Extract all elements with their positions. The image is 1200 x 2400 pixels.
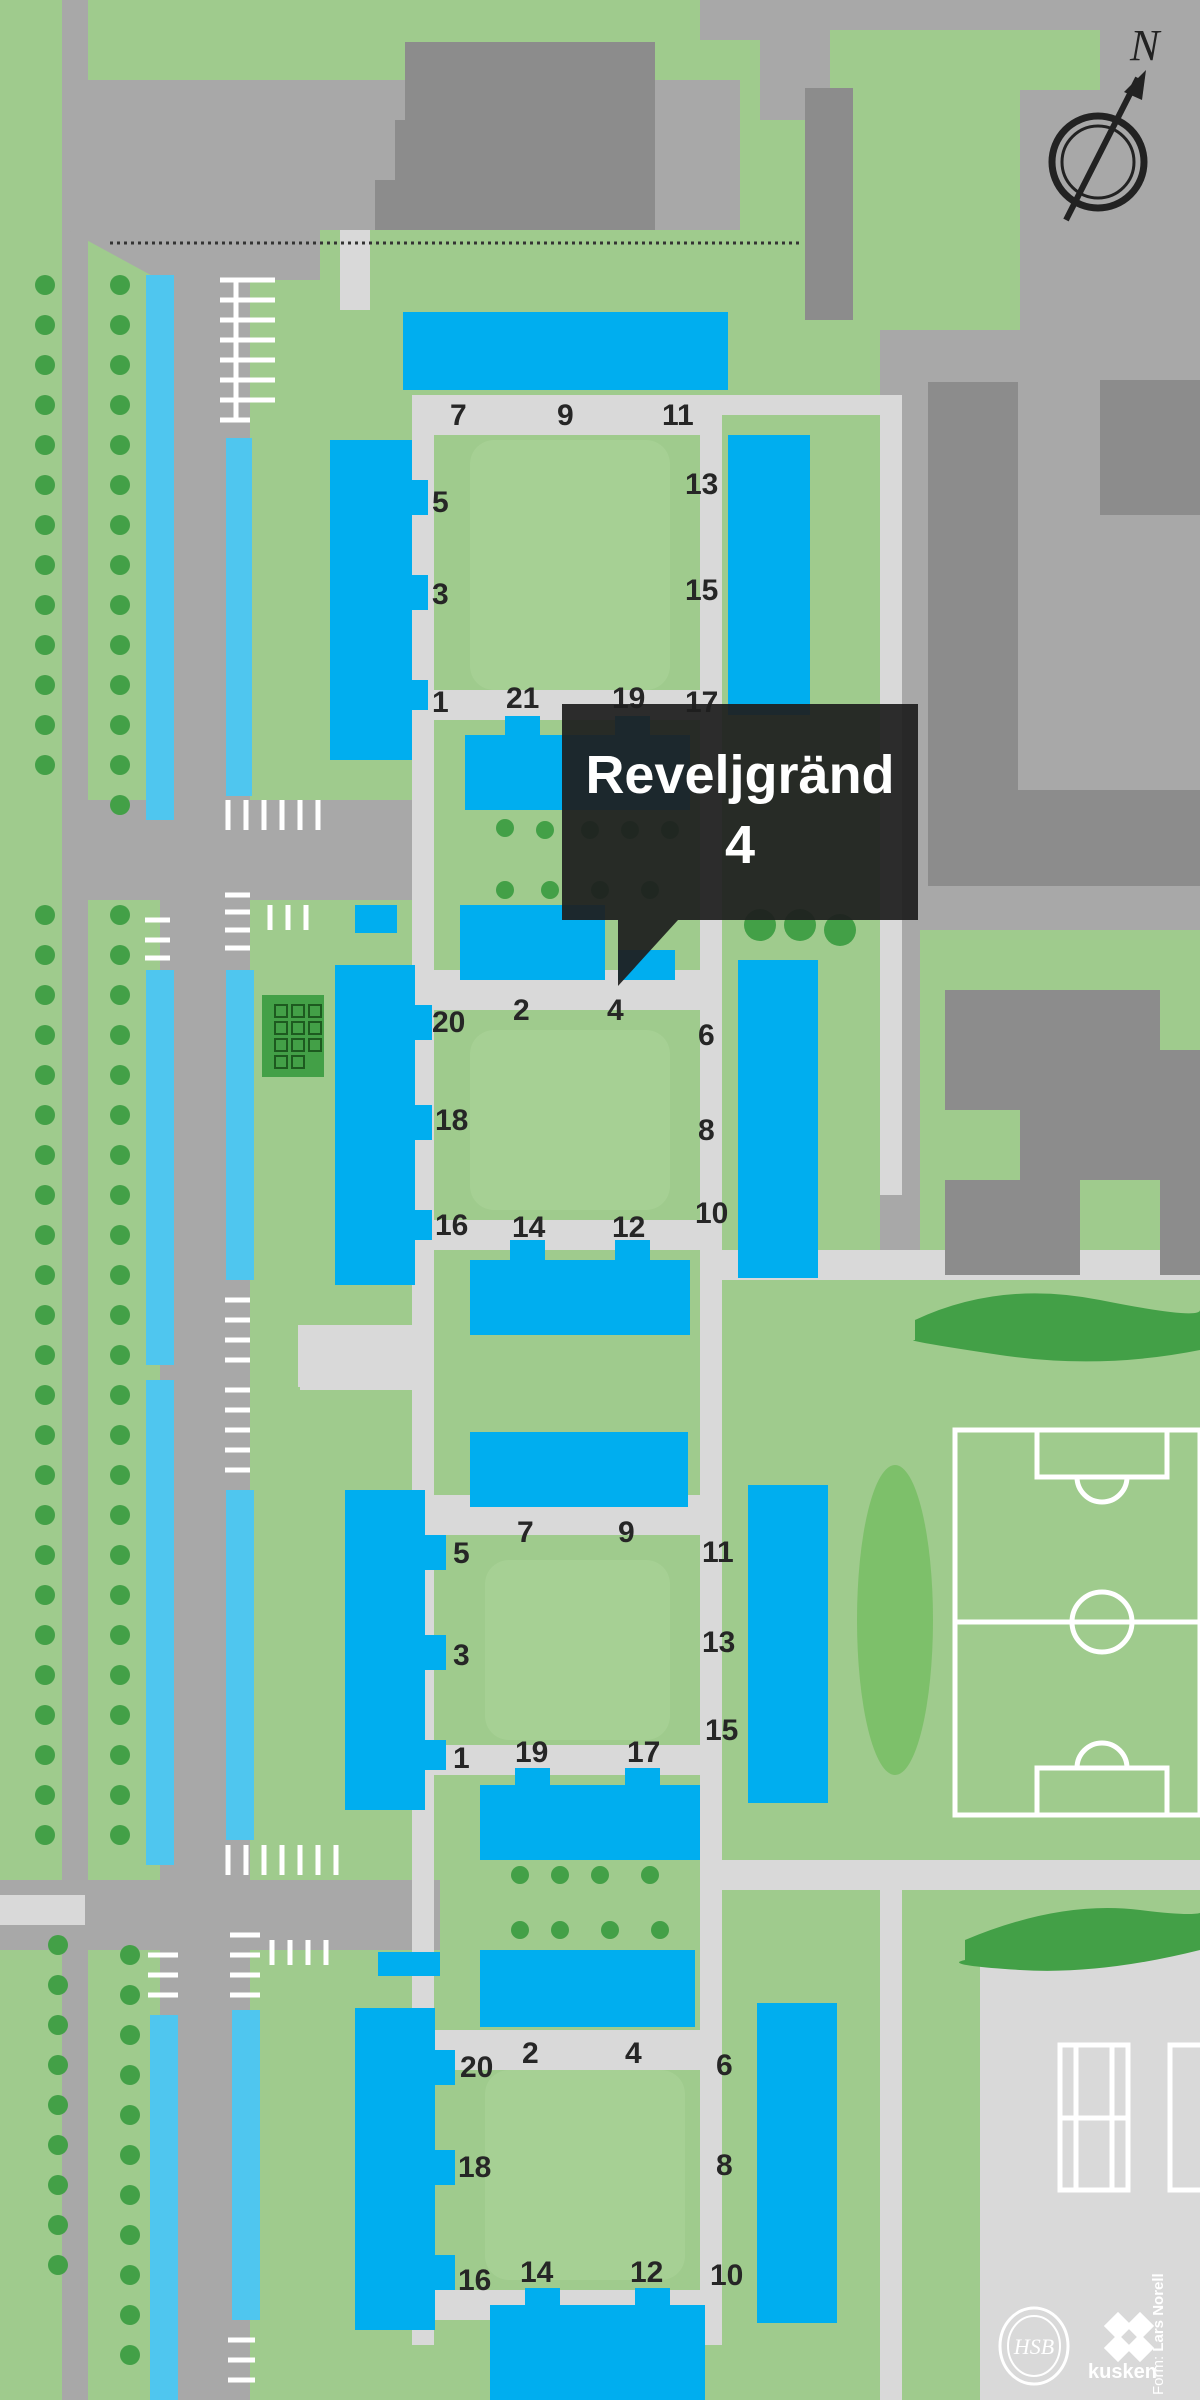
house-number: 16 [458,2264,491,2297]
house-number: 18 [435,1104,468,1137]
house-number: 9 [618,1516,635,1549]
house-number: 15 [685,574,718,607]
house-number: 1 [453,1742,470,1775]
house-number: 1 [432,686,449,719]
west-path [0,1895,85,1925]
house-number: 10 [695,1197,728,1230]
address-callout[interactable]: Reveljgränd 4 [562,704,918,920]
courtyards [470,440,685,2280]
house-number: 18 [458,2151,491,2184]
west-road [62,0,88,2400]
middle-connector-1 [68,800,420,900]
house-number: 11 [662,399,694,432]
house-number: 6 [698,1019,715,1052]
house-number: 13 [685,468,718,501]
house-number: 19 [515,1736,548,1769]
house-number: 20 [432,1006,465,1039]
house-numbers-block3: 7 9 11 13 15 17 19 1 3 5 [453,1516,738,1775]
house-number: 12 [612,1211,645,1244]
hsb-logo: HSB [998,2306,1070,2386]
house-number: 16 [435,1209,468,1242]
football-field [952,1427,1200,1818]
house-number: 12 [630,2256,663,2289]
house-number: 15 [705,1714,738,1747]
trees [35,275,856,2365]
house-number: 2 [522,2037,539,2070]
house-number: 3 [453,1639,470,1672]
kusken-logo-text: kusken [1088,2361,1157,2383]
callout-street-name: Reveljgränd [585,745,895,805]
compass-north-label: N [1129,21,1162,70]
tennis-courts [1057,2042,1200,2193]
house-number: 7 [450,399,467,432]
house-number: 3 [432,578,449,611]
house-number: 14 [512,1211,546,1244]
house-number: 20 [460,2051,493,2084]
house-number: 4 [625,2037,642,2070]
map-credit: Form: Lars Norell [1150,2273,1167,2395]
house-number: 8 [716,2149,733,2182]
house-numbers-block1: 7 9 11 13 15 17 19 21 1 3 5 [432,399,718,719]
house-number: 13 [702,1626,735,1659]
house-number: 2 [513,994,530,1027]
hsb-logo-text: HSB [1013,2334,1054,2359]
house-number: 8 [698,1114,715,1147]
credit-author: Lars Norell [1150,2273,1167,2352]
parking-markings [145,277,339,2383]
house-number: 7 [517,1516,534,1549]
top-road-area [65,0,1200,120]
house-number: 17 [627,1736,660,1769]
house-number: 14 [520,2256,554,2289]
house-number: 21 [506,682,539,715]
callout-house-number: 4 [724,815,756,875]
house-number: 6 [716,2049,733,2082]
lawn-glow [857,1465,933,1775]
house-number: 4 [607,994,624,1027]
house-numbers-block2: 2 4 6 8 10 12 14 16 18 20 [432,994,728,1244]
house-numbers-block4: 2 4 6 8 10 12 14 16 18 20 [458,2037,743,2297]
house-number: 11 [702,1536,734,1569]
house-number: 5 [432,486,449,519]
carports [146,275,260,2400]
house-number: 10 [710,2259,743,2292]
house-number: 9 [557,399,574,432]
kusken-logo-icon [1103,2311,1155,2363]
callout-pointer [618,920,678,986]
middle-connector-2 [0,1880,440,1950]
hedges [913,1293,1200,1971]
playground [262,995,324,1077]
neighbor-buildings [375,42,1200,1275]
credit-prefix: Form: [1150,2351,1167,2395]
compass-icon [1048,70,1148,222]
paved-pad [298,1325,423,1387]
house-number: 5 [453,1537,470,1570]
